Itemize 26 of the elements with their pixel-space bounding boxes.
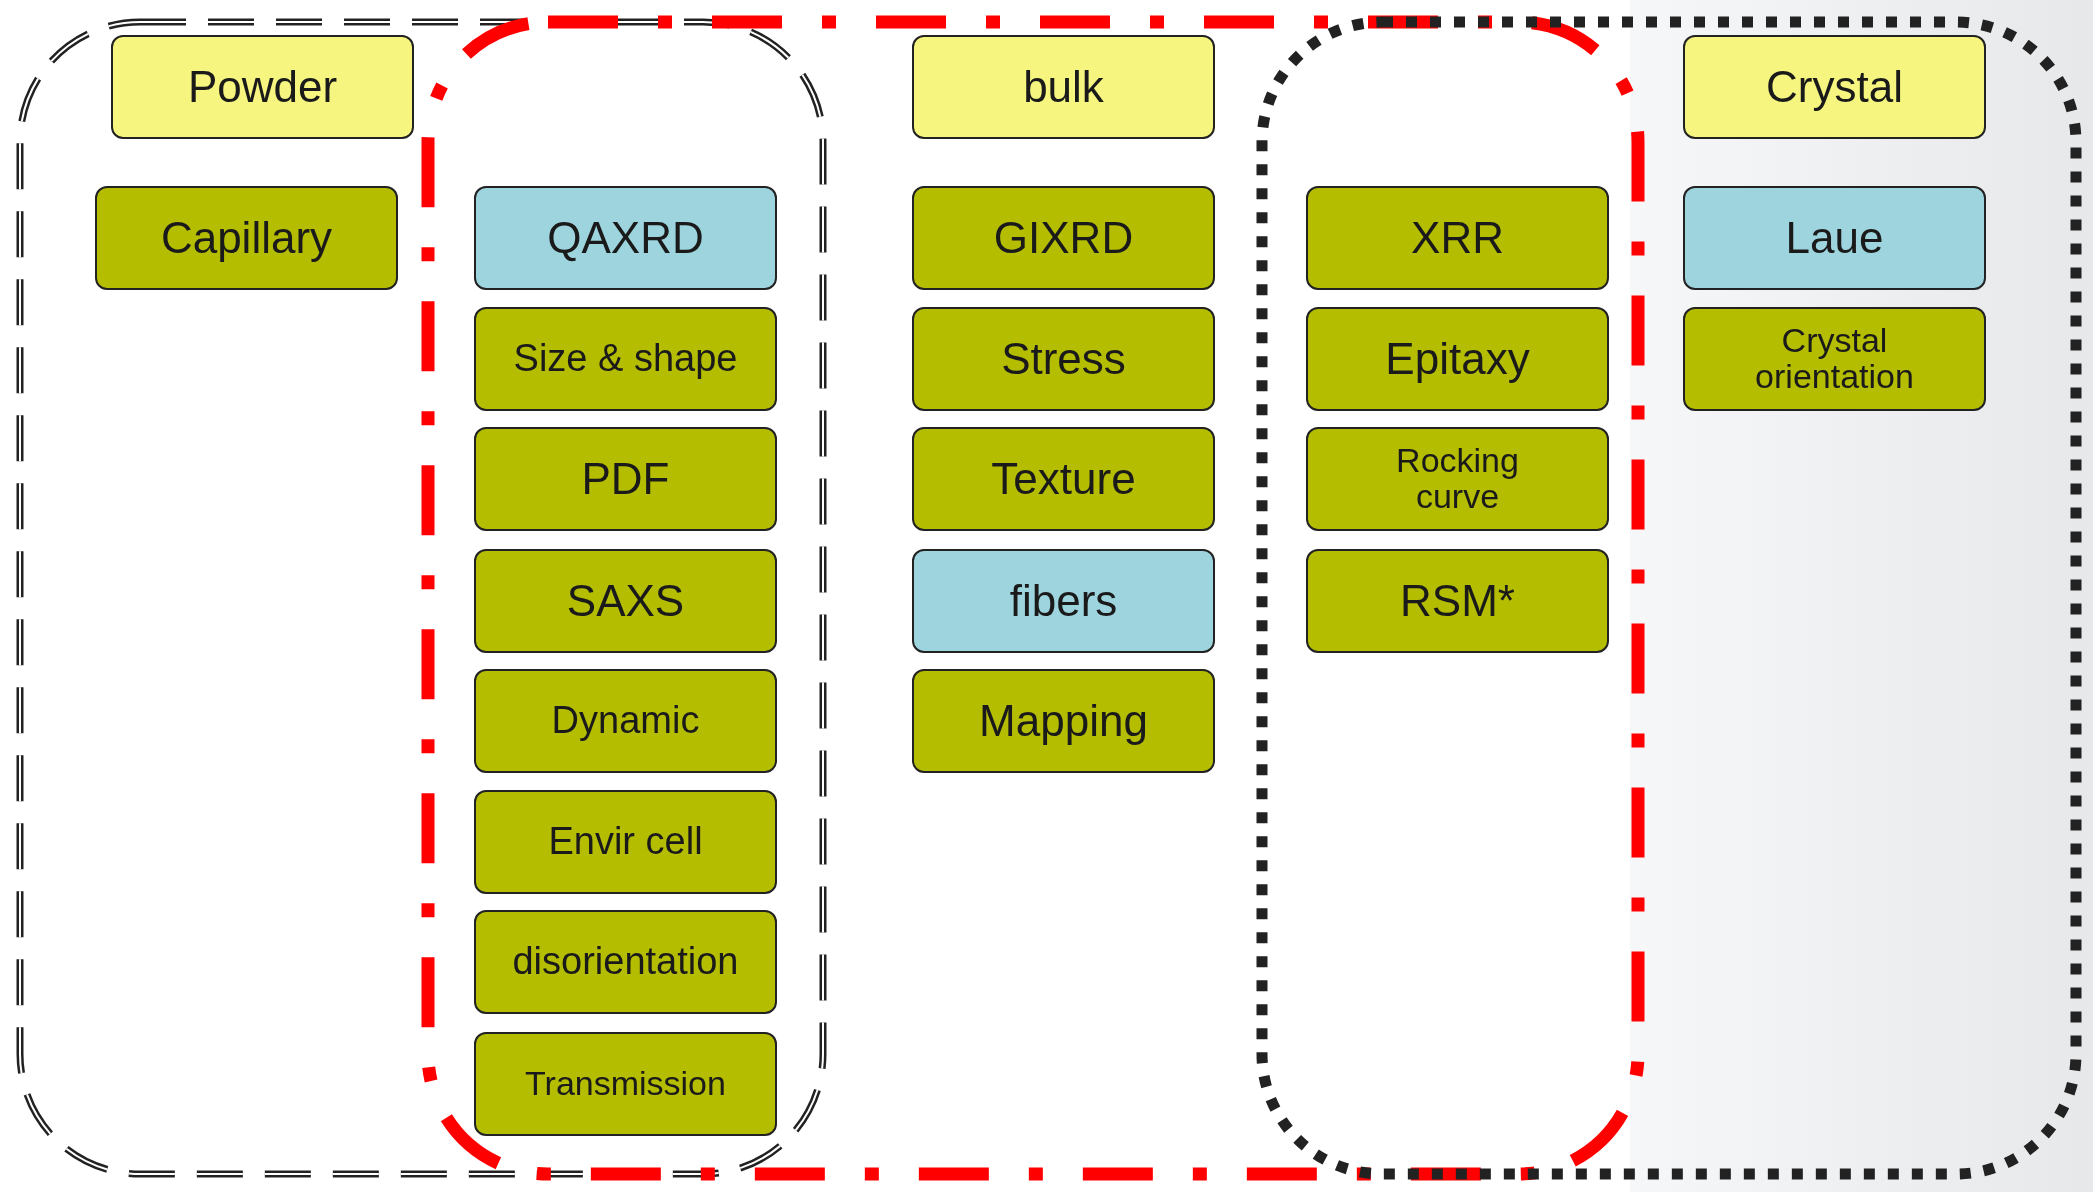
method-box: fibers xyxy=(912,549,1215,653)
method-box: Dynamic xyxy=(474,669,777,773)
method-box: Envir cell xyxy=(474,790,777,894)
method-box: Crystal orientation xyxy=(1683,307,1986,411)
method-box: Powder xyxy=(111,35,414,139)
method-box: Mapping xyxy=(912,669,1215,773)
method-box: Transmission xyxy=(474,1032,777,1136)
method-box: Laue xyxy=(1683,186,1986,290)
method-box: Capillary xyxy=(95,186,398,290)
method-box: Size & shape xyxy=(474,307,777,411)
method-box: Texture xyxy=(912,427,1215,531)
method-box: Epitaxy xyxy=(1306,307,1609,411)
method-box: PDF xyxy=(474,427,777,531)
method-box: Crystal xyxy=(1683,35,1986,139)
method-box: Stress xyxy=(912,307,1215,411)
dotted-region-outline xyxy=(1256,16,2082,1180)
method-box: bulk xyxy=(912,35,1215,139)
method-box: RSM* xyxy=(1306,549,1609,653)
method-box: QAXRD xyxy=(474,186,777,290)
method-box: Rocking curve xyxy=(1306,427,1609,531)
method-box: GIXRD xyxy=(912,186,1215,290)
method-box: SAXS xyxy=(474,549,777,653)
dash-dot-region-outline xyxy=(422,16,1644,1180)
dashed-region-outline xyxy=(14,16,829,1180)
method-box: disorientation xyxy=(474,910,777,1014)
method-box: XRR xyxy=(1306,186,1609,290)
